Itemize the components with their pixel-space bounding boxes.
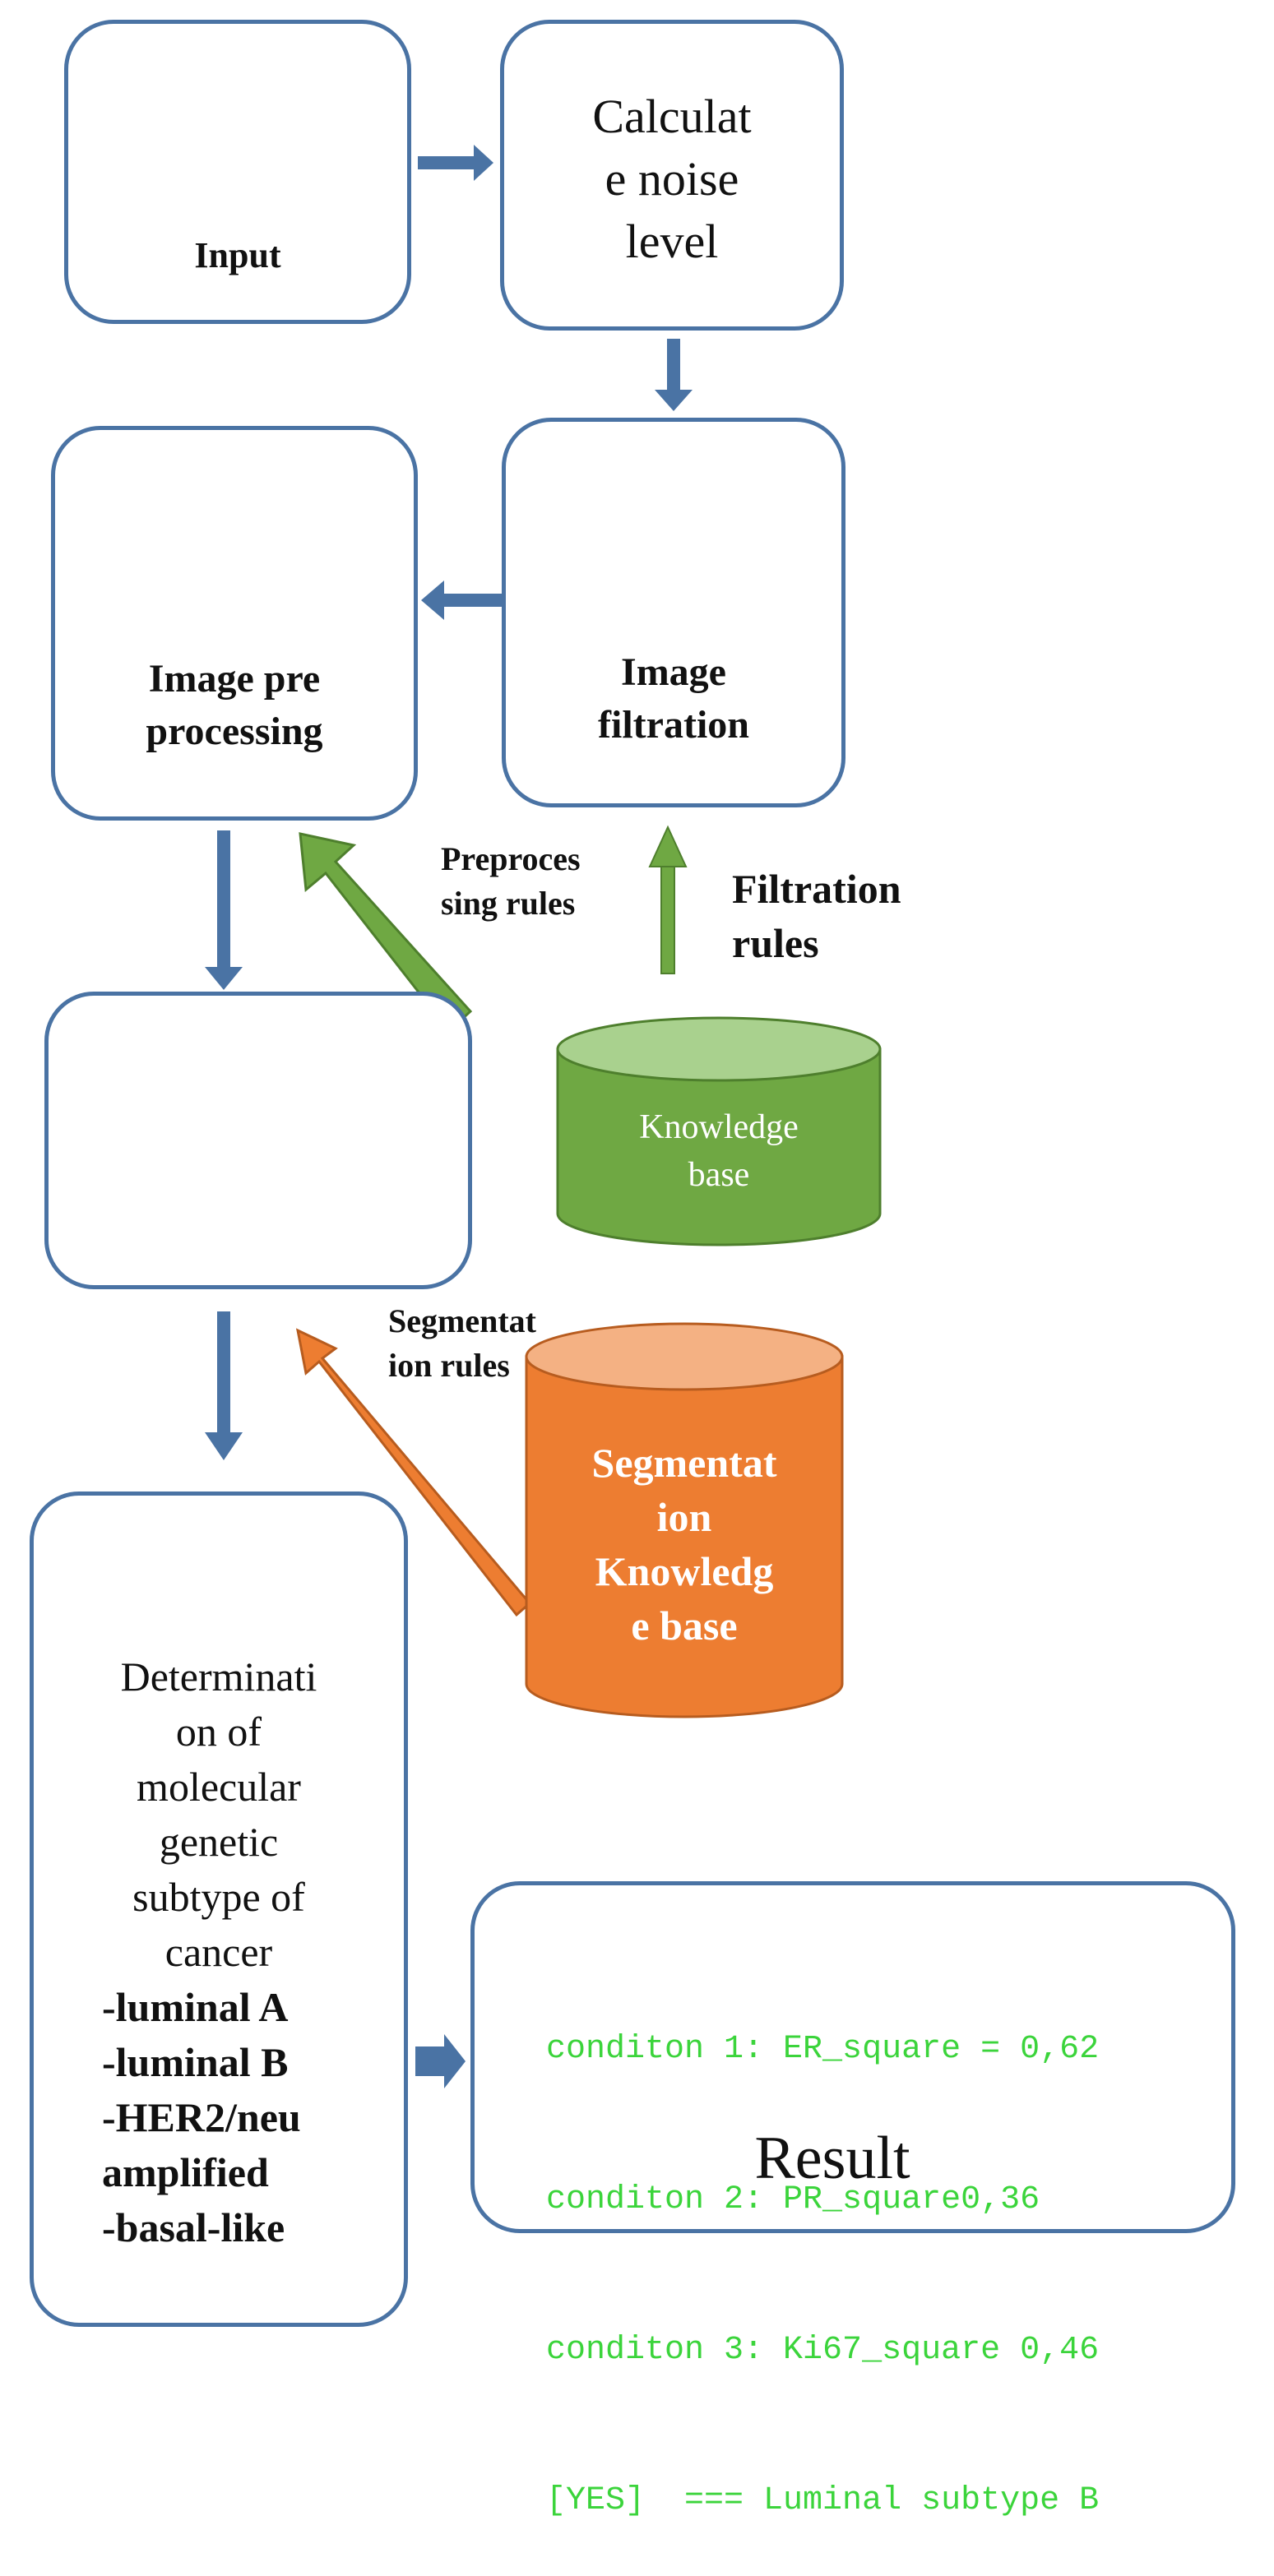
subtype-basal-like: -basal-like [102, 2204, 285, 2250]
preprocessing-rules-label: Preproces sing rules [441, 837, 581, 926]
noise-level-box [500, 20, 844, 331]
subtype-amplified: amplified [102, 2149, 269, 2195]
subtype-list: -luminal A -luminal B -HER2/neu amplifie… [102, 1980, 398, 2255]
arrow-determination-to-result [415, 2034, 466, 2088]
knowledge-base-line-1: Knowledge [639, 1108, 799, 1146]
knowledge-base-label: Knowledge base [558, 1103, 880, 1199]
arrow-noise-to-filtration [655, 339, 693, 411]
result-condition-1: conditon 1: ER_square = 0,62 [546, 2031, 1100, 2068]
result-condition-2: conditon 2: PR_square0,36 [546, 2181, 1040, 2218]
image-filtration-label: Image filtration [502, 646, 845, 752]
segmentation-kb-label: Segmentat ion Knowledg e base [526, 1436, 842, 1653]
arrow-segmented-to-determination [205, 1311, 243, 1460]
segmentation-rules-line-2: ion rules [388, 1347, 510, 1384]
result-verdict: [YES] === Luminal subtype B [546, 2482, 1100, 2519]
determination-line-6: cancer [164, 1929, 273, 1975]
preprocessing-rules-line-1: Preproces [441, 840, 581, 877]
result-conditions: conditon 1: ER_square = 0,62 conditon 2:… [546, 1924, 1099, 2576]
noise-level-line-3: level [625, 215, 719, 268]
image-preprocessing-line-1: Image pre [148, 657, 321, 701]
determination-box [30, 1491, 408, 2327]
result-box [470, 1881, 1235, 2233]
arrow-filtration-to-preprocessing [421, 580, 502, 620]
segmentation-kb-cylinder [525, 1322, 844, 1718]
knowledge-base-cylinder [556, 1016, 882, 1246]
image-filtration-line-1: Image [621, 650, 726, 694]
preprocessing-rules-line-2: sing rules [441, 885, 576, 922]
input-label: Input [194, 235, 281, 275]
arrow-input-to-noise [418, 145, 493, 181]
arrow-preprocessing-to-segmented [205, 830, 243, 990]
image-filtration-box [502, 418, 845, 807]
determination-line-3: molecular [137, 1764, 301, 1810]
segmentation-kb-line-4: e base [631, 1602, 738, 1649]
determination-line-4: genetic [159, 1819, 279, 1865]
result-condition-3: conditon 3: Ki67_square 0,46 [546, 2332, 1100, 2369]
filtration-rules-label: Filtration rules [732, 862, 901, 970]
image-preprocessing-label: Image pre processing [51, 653, 418, 758]
result-title: Result [754, 2125, 910, 2192]
subtype-her2-neu: -HER2/neu [102, 2094, 301, 2140]
arrow-segmentation-kb-to-segmented [295, 1328, 532, 1617]
image-preprocessing-line-2: processing [146, 710, 323, 753]
segmentation-kb-line-3: Knowledg [595, 1548, 774, 1594]
determination-line-2: on of [175, 1709, 262, 1755]
noise-level-line-2: e noise [605, 152, 739, 206]
determination-line-1: Determinati [120, 1653, 317, 1700]
image-filtration-line-2: filtration [598, 703, 749, 747]
segmentation-rules-line-1: Segmentat [388, 1302, 536, 1339]
noise-level-line-1: Calculat [592, 90, 752, 143]
segmentation-rules-label: Segmentat ion rules [388, 1299, 536, 1388]
determination-label: Determinati on of molecular genetic subt… [30, 1649, 408, 1980]
segmentation-kb-line-2: ion [656, 1494, 712, 1540]
subtype-luminal-b: -luminal B [102, 2039, 289, 2085]
filtration-rules-line-2: rules [732, 920, 819, 966]
image-preprocessing-box [51, 426, 418, 821]
filtration-rules-line-1: Filtration [732, 866, 901, 912]
segmentation-kb-line-1: Segmentat [591, 1440, 777, 1486]
determination-line-5: subtype of [132, 1874, 305, 1920]
input-box [64, 20, 411, 324]
knowledge-base-line-2: base [688, 1156, 750, 1194]
subtype-luminal-a: -luminal A [102, 1984, 289, 2030]
noise-level-label: Calculat e noise level [500, 86, 844, 273]
arrow-knowledge-to-filtration [648, 825, 688, 974]
segmented-image-box [44, 992, 472, 1289]
